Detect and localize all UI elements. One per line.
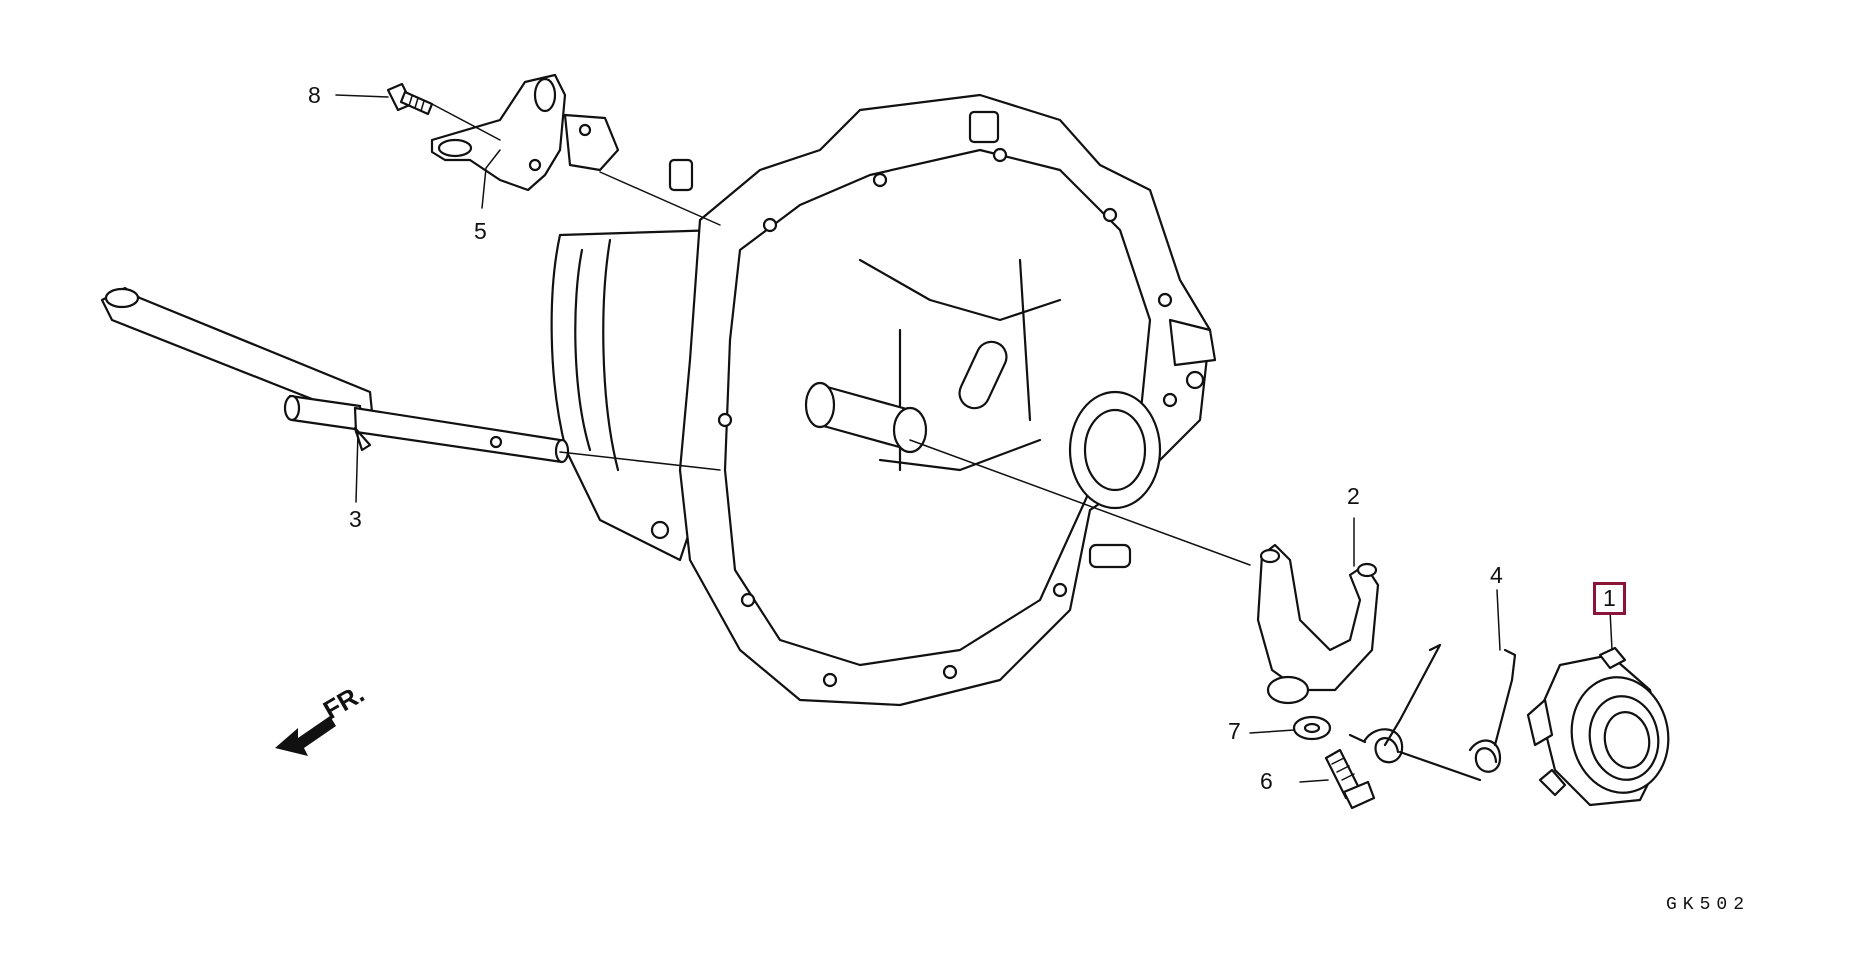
- part-7-washer: [1292, 715, 1332, 741]
- part-6-bolt: [1324, 748, 1376, 810]
- callout-3: 3: [349, 506, 362, 532]
- part-4-spring: [1348, 643, 1517, 782]
- callout-7: 7: [1228, 718, 1241, 744]
- callout-1: 1: [1593, 582, 1626, 615]
- part-3-release-lever: [100, 286, 570, 464]
- fr-label: FR.: [318, 678, 369, 725]
- leader-lines: [335, 94, 1613, 783]
- callout-8: 8: [308, 82, 321, 108]
- part-2-release-fork: [1256, 543, 1380, 705]
- callout-4: 4: [1490, 562, 1503, 588]
- callout-2: 2: [1347, 483, 1360, 509]
- part-5-bracket: [430, 73, 620, 192]
- front-direction-arrow-icon: FR.: [275, 678, 369, 756]
- part-8-bolt: [386, 82, 434, 116]
- part-1-release-bearing: [1526, 646, 1670, 807]
- diagram-code: GK502: [1666, 895, 1751, 915]
- transmission-housing: [550, 93, 1217, 707]
- callout-5: 5: [474, 218, 487, 244]
- callout-6: 6: [1260, 768, 1273, 794]
